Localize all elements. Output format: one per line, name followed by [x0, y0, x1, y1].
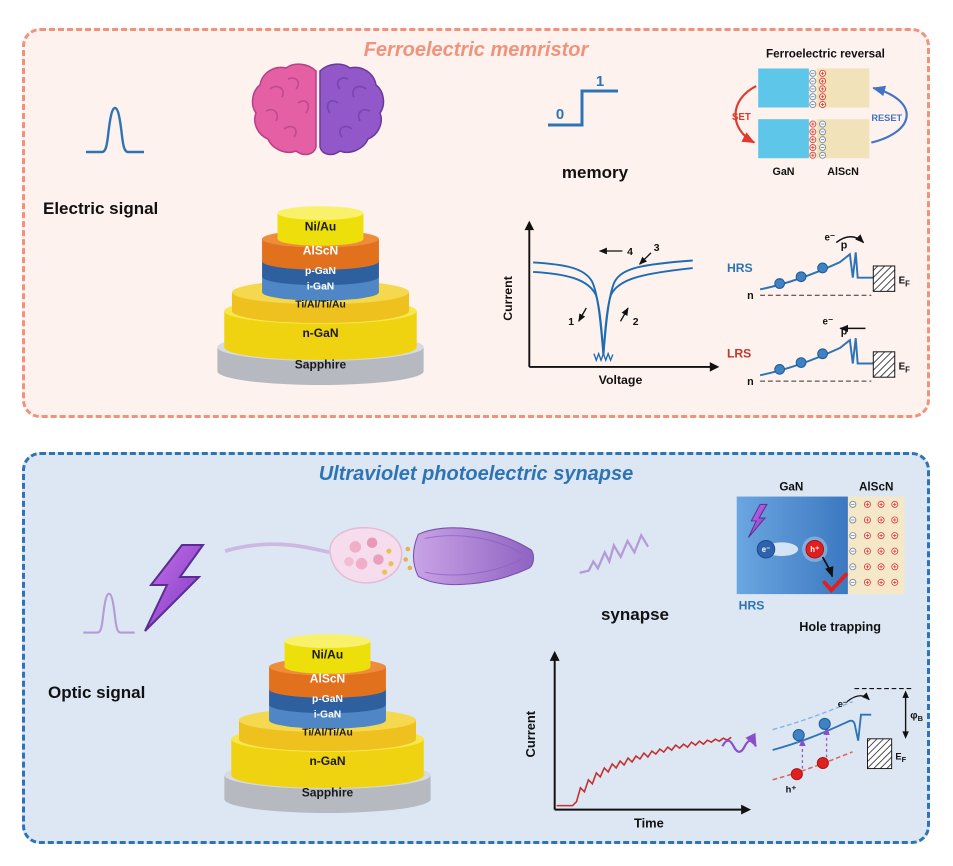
electric-signal-waveform-icon	[86, 106, 144, 154]
optic-signal-label: Optic signal	[48, 683, 146, 702]
layer-label: Sapphire	[295, 358, 347, 372]
loop-number-3: 3	[654, 243, 660, 254]
uv-photoelectric-synapse-panel: Ultraviolet photoelectric synapse Optic …	[22, 452, 930, 844]
hysteresis-curve	[533, 259, 693, 363]
fermi-level-label: EF	[899, 361, 911, 374]
gan-label: GaN	[773, 166, 795, 178]
synapse-waveform-icon	[579, 532, 650, 574]
hole-label: h⁺	[810, 545, 819, 554]
panel-title: Ultraviolet photoelectric synapse	[318, 463, 634, 485]
device-stack: Ni/Au AlScN p-GaN i-GaN Ti/Al/Ti/Au n-Ga…	[217, 206, 424, 385]
hrs-label: HRS	[727, 261, 753, 275]
it-plot: Current Time	[523, 650, 752, 830]
layer-label: p-GaN	[305, 266, 336, 277]
ferroelectric-memristor-panel: Ferroelectric memristor Electric signal	[22, 28, 930, 418]
memory-label: memory	[561, 163, 629, 182]
hole-trapping-diagram: GaN AlScN e⁻ h⁺ HRS Hole trapping	[736, 481, 905, 634]
lightning-bolt-icon	[144, 544, 205, 632]
hole-ball	[816, 756, 829, 770]
panel-title: Ferroelectric memristor	[363, 39, 589, 61]
optic-signal-waveform-icon	[83, 592, 135, 634]
photocurrent-curve	[556, 736, 732, 807]
reversal-title: Ferroelectric reversal	[766, 48, 885, 61]
electron-ball	[756, 539, 776, 559]
alscn-label: AlScN	[859, 481, 893, 494]
layer-label: i-GaN	[314, 710, 341, 721]
electron-ball	[792, 729, 805, 742]
layer-label: n-GaN	[302, 326, 338, 340]
synapse-label: synapse	[600, 605, 670, 624]
n-label: n	[747, 376, 754, 388]
uv-bolt-icon	[747, 503, 768, 538]
hole-label: h⁺	[786, 785, 797, 795]
electron-ball	[818, 717, 831, 730]
electron-label: e⁻	[838, 699, 848, 709]
hole-ball	[805, 539, 825, 559]
iv-hysteresis-plot: Current Voltage 1 2 3 4	[501, 220, 720, 387]
electron-label: e⁻	[825, 233, 836, 244]
set-label: SET	[732, 112, 751, 123]
layer-label: Ti/Al/Ti/Au	[295, 300, 346, 311]
n-label: n	[747, 290, 754, 302]
layer-label: Ni/Au	[312, 647, 343, 661]
device-stack: Ni/Au AlScN p-GaN i-GaN Ti/Al/Ti/Au n-Ga…	[224, 634, 431, 813]
layer-label: Sapphire	[302, 786, 354, 800]
hole-ball	[790, 768, 803, 781]
layer-label: Ti/Al/Ti/Au	[302, 728, 353, 739]
checkmark-icon	[822, 572, 848, 594]
lrs-band-diagram: LRS n p e⁻ EF	[727, 317, 910, 388]
bit-0: 0	[556, 106, 564, 123]
brain-icon	[251, 63, 385, 156]
loop-number-2: 2	[633, 317, 639, 328]
electric-signal-label: Electric signal	[43, 199, 159, 218]
it-ylabel: Current	[523, 710, 538, 757]
bit-1: 1	[596, 73, 604, 90]
electron-label: e⁻	[762, 545, 770, 554]
lrs-label: LRS	[727, 347, 751, 361]
layer-label: p-GaN	[312, 694, 343, 705]
p-label: p	[841, 239, 848, 251]
fermi-level-label: EF	[895, 751, 906, 764]
loop-number-1: 1	[568, 317, 574, 328]
fermi-level-label: EF	[899, 276, 911, 289]
synapse-illustration	[224, 527, 535, 586]
layer-label: AlScN	[303, 243, 338, 257]
iv-ylabel: Current	[501, 276, 515, 321]
reset-label: RESET	[871, 113, 902, 123]
ferroelectric-reversal-diagram: Ferroelectric reversal SET RESET GaN AlS…	[732, 48, 908, 178]
alscn-label: AlScN	[827, 166, 859, 178]
uv-band-diagram: e⁻ h⁺ EF φB	[721, 688, 924, 795]
iv-xlabel: Voltage	[599, 373, 643, 387]
memory-step-icon: 0 1	[548, 73, 618, 127]
hole-trapping-caption: Hole trapping	[799, 620, 881, 634]
hrs-state-label: HRS	[739, 599, 765, 613]
band-diagrams: HRS n p e⁻ EF LRS n p e⁻	[727, 233, 910, 388]
layer-label: i-GaN	[307, 282, 334, 293]
electron-label: e⁻	[823, 317, 834, 328]
reset-arrow	[871, 85, 908, 144]
loop-number-4: 4	[627, 247, 633, 258]
photon-wave-icon	[721, 732, 757, 753]
layer-label: AlScN	[310, 671, 345, 685]
hrs-band-diagram: HRS n p e⁻ EF	[727, 233, 910, 303]
layer-label: n-GaN	[309, 754, 345, 768]
layer-label: Ni/Au	[305, 219, 336, 233]
set-arrow	[734, 85, 757, 144]
it-xlabel: Time	[634, 815, 664, 830]
phi-b-label: φB	[910, 710, 923, 723]
p-label: p	[841, 325, 848, 337]
gan-label: GaN	[779, 481, 803, 494]
